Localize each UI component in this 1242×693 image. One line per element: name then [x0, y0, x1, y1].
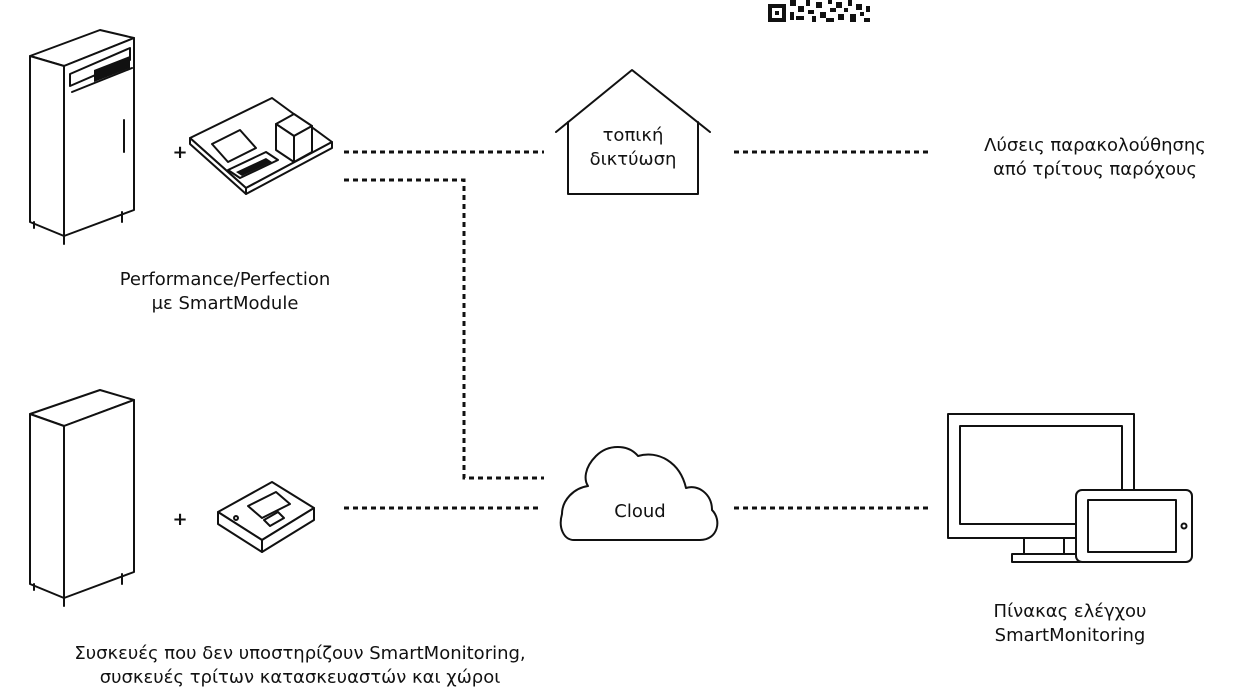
plus-sign-bottom: +: [172, 509, 188, 530]
dashboard-line-1: Πίνακας ελέγχου: [993, 601, 1147, 622]
dashboard-line-2: SmartMonitoring: [994, 625, 1146, 646]
local-network-line-1: τοπική: [602, 125, 664, 146]
dashboard-label: Πίνακας ελέγχου SmartMonitoring: [960, 600, 1180, 648]
third-party-line-2: από τρίτους παρόχους: [993, 159, 1197, 180]
bottom-device-label: Συσκευές που δεν υποστηρίζουν SmartMonit…: [10, 642, 590, 690]
local-network-label: τοπική δικτύωση: [568, 124, 698, 172]
top-refrigerator-icon: [29, 29, 135, 245]
plus-sign-top: +: [172, 142, 188, 163]
third-party-line-1: Λύσεις παρακολούθησης: [984, 135, 1206, 156]
top-device-label: Performance/Perfection με SmartModule: [60, 268, 390, 316]
cloud-icon: [559, 446, 719, 541]
local-network-line-2: δικτύωση: [589, 149, 677, 170]
house-icon: [555, 69, 711, 195]
top-device-line-2: με SmartModule: [151, 293, 299, 314]
smartmodule-board-icon: [189, 97, 333, 195]
top-device-line-1: Performance/Perfection: [119, 269, 331, 290]
datalogger-box-icon: [217, 481, 315, 553]
bottom-refrigerator-icon: [29, 389, 135, 607]
tablet-icon: [1075, 489, 1193, 563]
third-party-label: Λύσεις παρακολούθησης από τρίτους παρόχο…: [950, 134, 1240, 182]
qr-code-icon: [768, 0, 870, 22]
bottom-device-line-2: συσκευές τρίτων κατασκευαστών και χώροι: [99, 667, 501, 688]
cloud-label: Cloud: [614, 501, 666, 522]
bottom-device-line-1: Συσκευές που δεν υποστηρίζουν SmartMonit…: [74, 643, 526, 664]
connection-lines: [344, 150, 930, 510]
